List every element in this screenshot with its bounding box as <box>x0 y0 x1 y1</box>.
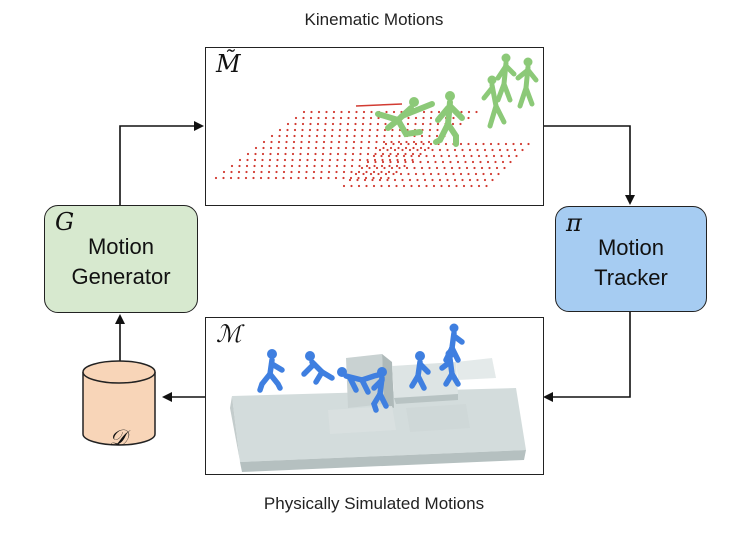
simulated-figure-2 <box>301 351 335 385</box>
motion-tracker-node: π Motion Tracker <box>555 206 707 312</box>
arrow-tracker-to-simulated <box>543 311 631 402</box>
generator-label-line1: Motion <box>87 234 155 259</box>
simulated-figures <box>257 323 465 413</box>
generator-label-line2: Generator <box>71 264 171 289</box>
simulated-symbol: ℳ <box>216 320 242 348</box>
simulated-motions-caption: Physically Simulated Motions <box>263 494 485 513</box>
motion-generator-node: G Motion Generator <box>44 205 198 313</box>
kinematic-motions-panel: M̃ <box>205 47 544 206</box>
dataset-symbol: 𝒟 <box>109 426 127 451</box>
tracker-label: Motion Tracker <box>556 233 706 293</box>
tracker-label-line1: Motion <box>597 235 665 260</box>
simulated-figure-4 <box>370 367 389 413</box>
kinematic-figure-3 <box>495 53 517 103</box>
kinematic-figure-1 <box>375 97 435 138</box>
kinematic-motions-caption: Kinematic Motions <box>304 10 444 29</box>
tracker-label-line2: Tracker <box>594 265 668 290</box>
kinematic-figure-5 <box>481 75 507 129</box>
simulated-motions-panel: ℳ <box>205 317 544 475</box>
kinematic-figures <box>375 53 539 147</box>
heightmap-dot-grid <box>214 103 530 188</box>
simulated-figure-7 <box>439 349 461 387</box>
arrow-kinematic-to-tracker <box>543 125 635 205</box>
generator-symbol: G <box>55 208 75 236</box>
tracker-symbol: π <box>566 209 582 237</box>
kinematic-figure-2 <box>433 91 465 147</box>
generator-label: Motion Generator <box>45 232 197 292</box>
simulated-figure-5 <box>409 351 431 391</box>
terrain-blocks <box>230 354 526 472</box>
dataset-cylinder <box>82 360 156 446</box>
arrow-generator-to-kinematic <box>119 121 204 205</box>
simulated-figure-1 <box>257 349 285 393</box>
kinematic-figure-4 <box>515 57 539 109</box>
simulated-scene <box>230 323 526 472</box>
kinematic-symbol: M̃ <box>216 50 241 78</box>
kinematic-scene <box>214 53 539 188</box>
